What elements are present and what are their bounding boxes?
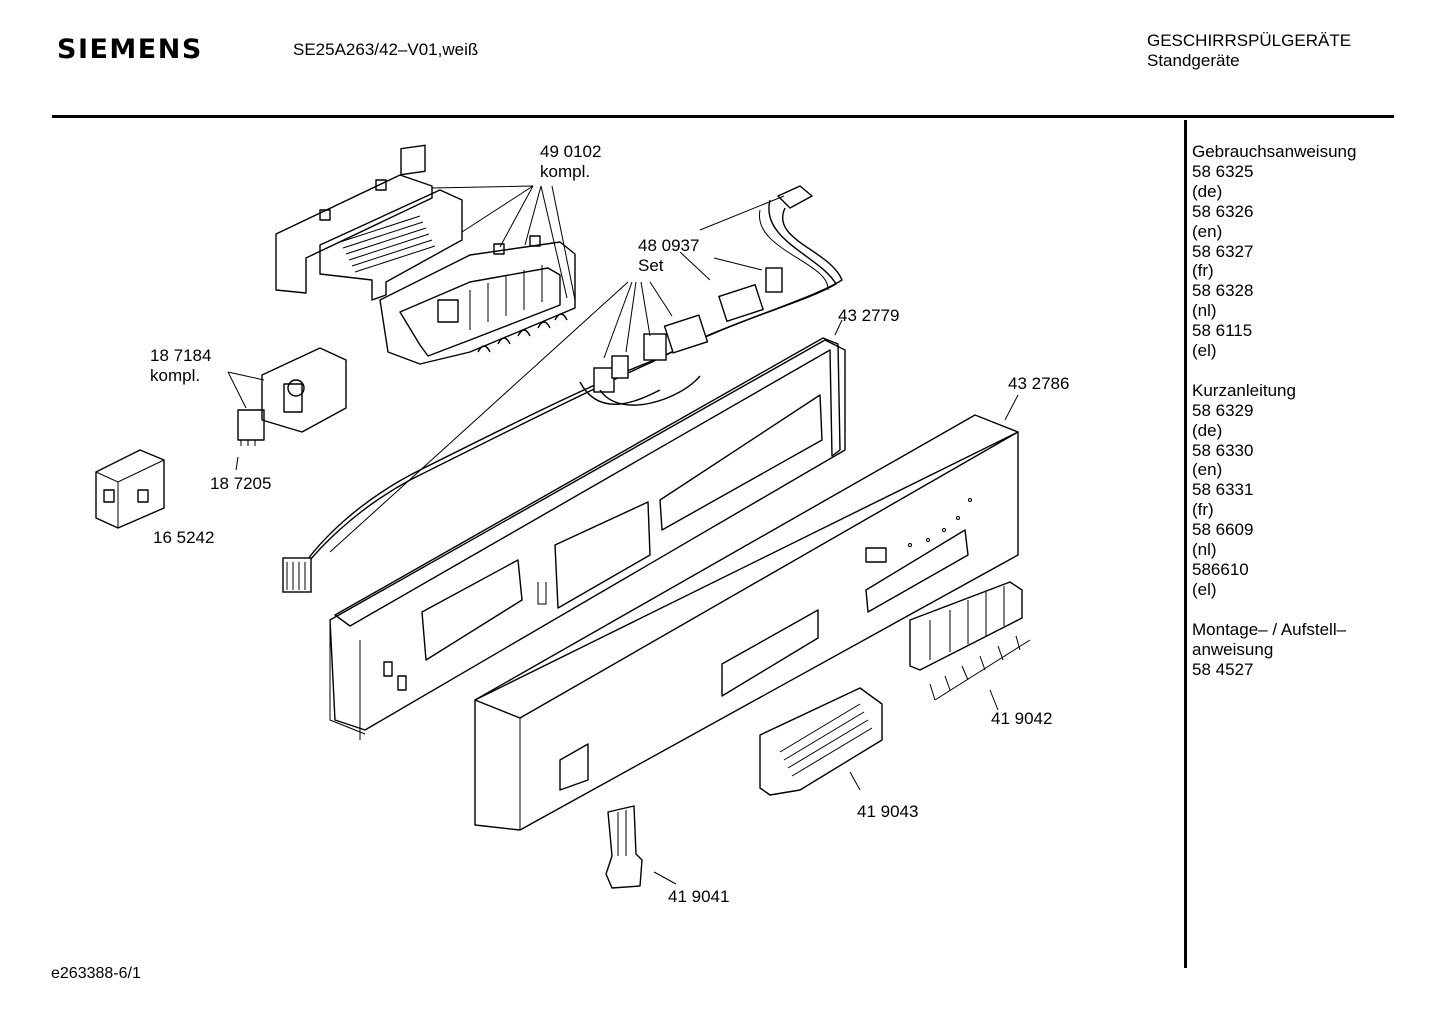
leader-480937: [329, 195, 785, 553]
handle-419043-drawing: [759, 687, 883, 796]
doc-line: Gebrauchsanweisung: [1192, 142, 1357, 161]
part-number: 43 2779: [838, 306, 900, 325]
doc-line: (el): [1192, 579, 1217, 599]
part-label-165242: 16 5242: [153, 528, 214, 548]
doc-line: Kurzanleitung: [1192, 380, 1296, 400]
part-label-419043: 41 9043: [857, 802, 918, 822]
part-number: 49 0102: [540, 142, 602, 161]
part-number: 41 9043: [857, 802, 919, 821]
part-note: kompl.: [150, 366, 201, 385]
doc-line: (fr): [1192, 261, 1214, 281]
header-divider: [52, 115, 1394, 118]
part-number: 48 0937: [638, 236, 700, 255]
doc-line: (el): [1192, 341, 1217, 361]
part-number: 41 9042: [991, 709, 1053, 728]
doc-line: (en): [1192, 221, 1223, 241]
part-number: 16 5242: [153, 528, 215, 547]
control-module-drawing: [275, 144, 576, 365]
doc-line: 58 6329: [1192, 400, 1254, 420]
part-label-419041: 41 9041: [668, 887, 729, 907]
switch-187184-drawing: [237, 347, 347, 446]
part-label-419042: 41 9042: [991, 709, 1052, 729]
doc-line: (de): [1192, 420, 1223, 440]
part-number: 43 2786: [1008, 374, 1070, 393]
doc-line: 58 6331: [1192, 480, 1254, 500]
part-number: 18 7205: [210, 474, 272, 493]
wiring-harness-drawing: [282, 185, 843, 593]
category-block: GESCHIRRSPÜLGERÄTE Standgeräte: [1147, 31, 1351, 71]
doc-line: 58 6115: [1192, 321, 1253, 341]
part-label-187184: 18 7184 kompl.: [150, 346, 211, 386]
category-subtitle: Standgeräte: [1147, 51, 1240, 70]
document-code: e263388-6/1: [51, 965, 141, 982]
doc-line: 586610: [1192, 560, 1249, 580]
part-label-432779: 43 2779: [838, 306, 899, 326]
doc-group-manual: Gebrauchsanweisung 58 6325 (de) 58 6326 …: [1192, 142, 1432, 361]
sidebar-divider: [1184, 120, 1187, 968]
doc-line: 58 6328: [1192, 281, 1254, 301]
category-title: GESCHIRRSPÜLGERÄTE: [1147, 31, 1352, 50]
doc-line: 58 6325: [1192, 161, 1254, 181]
leader-490102: [431, 185, 576, 301]
part-label-187205: 18 7205: [210, 474, 271, 494]
relay-165242-drawing: [95, 449, 165, 529]
front-panel-drawing: [474, 414, 1019, 831]
latch-419041-drawing: [605, 805, 677, 889]
doc-line: (fr): [1192, 500, 1214, 520]
brand-logo: SIEMENS: [57, 34, 203, 65]
doc-line: 58 6326: [1192, 201, 1254, 221]
doc-line: Montage– / Aufstell–: [1192, 619, 1347, 639]
part-label-480937: 48 0937 Set: [638, 236, 699, 276]
doc-group-quickguide: Kurzanleitung 58 6329 (de) 58 6330 (en) …: [1192, 381, 1432, 600]
leader-187184: [227, 371, 265, 471]
part-label-432786: 43 2786: [1008, 374, 1069, 394]
doc-line: (en): [1192, 460, 1223, 480]
leader-432786: [1004, 394, 1019, 421]
part-number: 41 9041: [668, 887, 730, 906]
doc-line: 58 6609: [1192, 520, 1254, 540]
doc-line: anweisung: [1192, 639, 1274, 659]
buttons-419042-drawing: [909, 581, 1031, 711]
frame-432779-drawing: [329, 319, 846, 740]
doc-line: (nl): [1192, 301, 1217, 321]
doc-line: (de): [1192, 181, 1223, 201]
model-number: SE25A263/42–V01,weiß: [293, 40, 479, 59]
part-note: Set: [638, 256, 664, 275]
part-note: kompl.: [540, 162, 591, 181]
doc-group-installation: Montage– / Aufstell– anweisung 58 4527: [1192, 620, 1432, 680]
doc-line: (nl): [1192, 540, 1217, 560]
part-label-490102: 49 0102 kompl.: [540, 142, 601, 182]
doc-line: 58 4527: [1192, 659, 1254, 679]
part-number: 18 7184: [150, 346, 212, 365]
doc-line: 58 6327: [1192, 241, 1254, 261]
doc-line: 58 6330: [1192, 440, 1254, 460]
documentation-list: Gebrauchsanweisung 58 6325 (de) 58 6326 …: [1192, 142, 1432, 699]
